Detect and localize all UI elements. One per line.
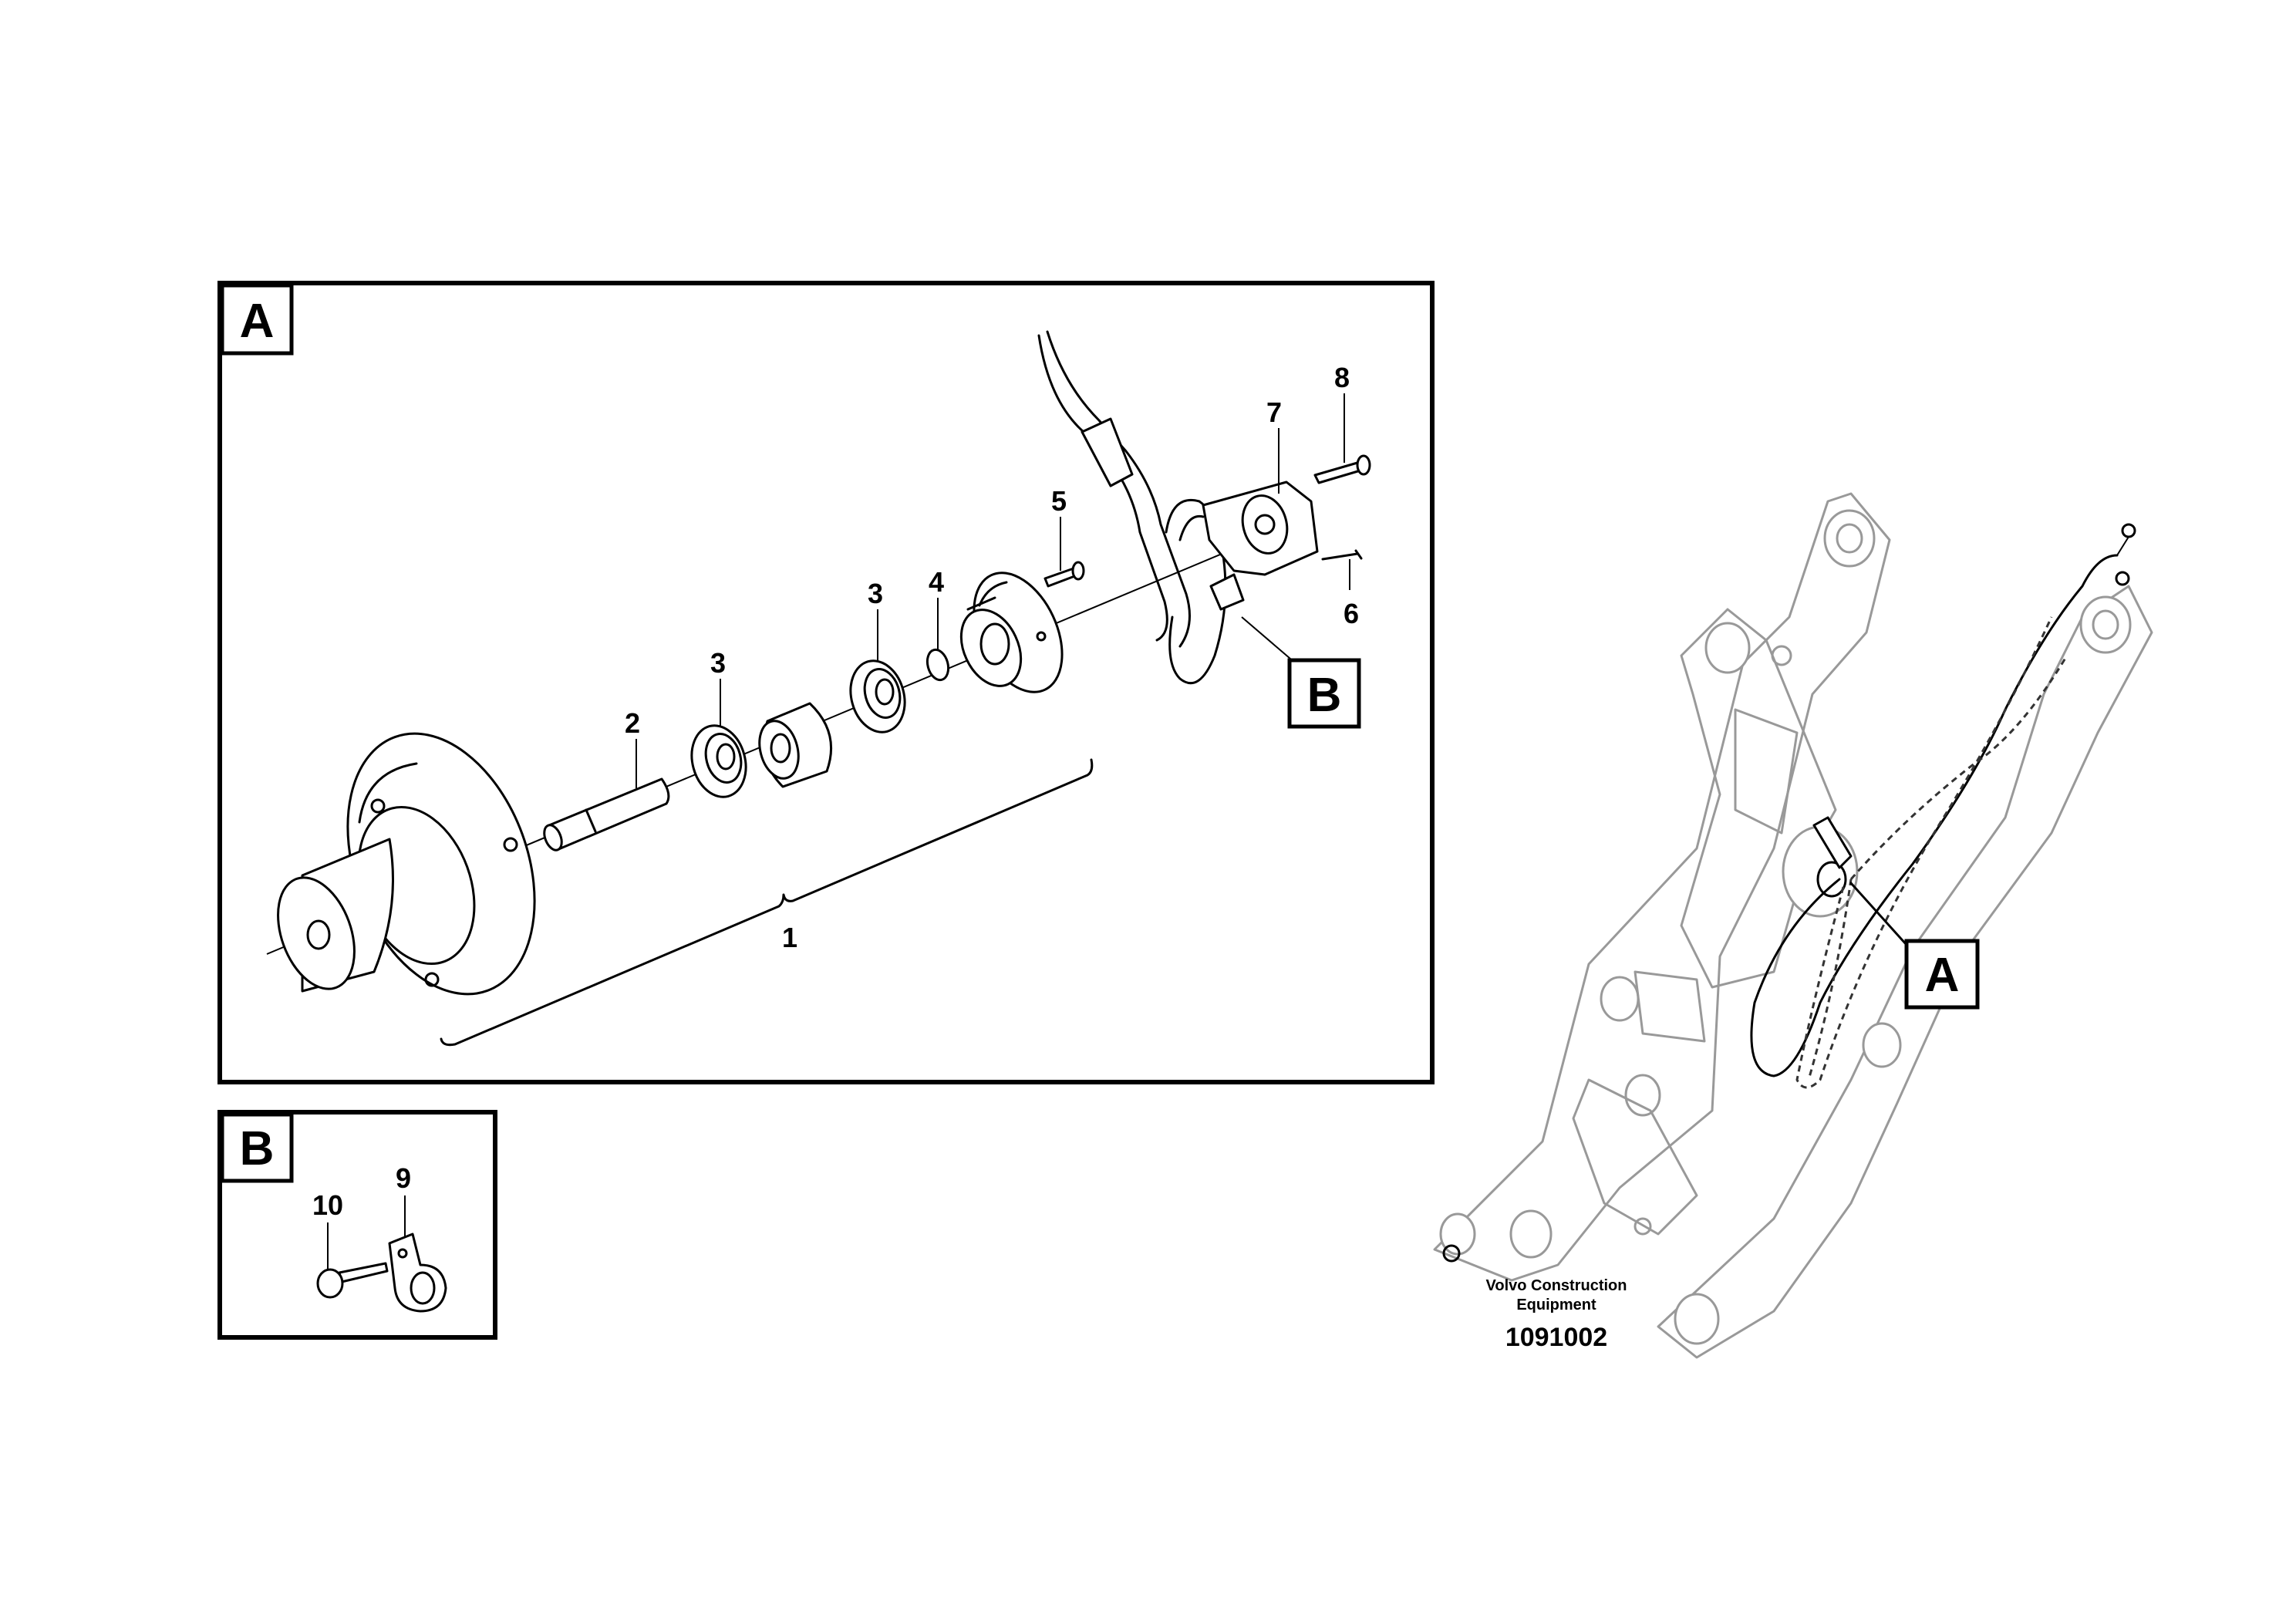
- spacer-sleeve: [758, 702, 833, 788]
- callout-4: 4: [929, 566, 944, 598]
- overview-reference-a: A: [1925, 949, 1960, 1002]
- panel-a: A: [217, 281, 1435, 1084]
- credit-line-2: Equipment: [1516, 1297, 1596, 1313]
- credit-line-1: Volvo Construction: [1486, 1277, 1627, 1294]
- callout-3-left: 3: [710, 647, 726, 679]
- sensor-screw: [1321, 549, 1363, 561]
- callout-6: 6: [1344, 598, 1359, 629]
- bearing-left: [690, 724, 747, 798]
- pin: [543, 777, 670, 851]
- callout-7: 7: [1266, 396, 1282, 428]
- assembly-brace: [440, 758, 1094, 1047]
- callout-9: 9: [396, 1162, 411, 1194]
- sensor-flange: [959, 572, 1064, 693]
- panel-b-label: B: [240, 1122, 275, 1175]
- panel-a-label: A: [240, 295, 275, 348]
- callout-8: 8: [1334, 362, 1350, 393]
- callout-3-right: 3: [868, 578, 883, 609]
- sensor-bolt: [1313, 454, 1371, 484]
- callout-10: 10: [312, 1189, 343, 1221]
- detail-b-reference: B: [1307, 669, 1342, 722]
- callout-1: 1: [782, 922, 797, 953]
- document-number: 1091002: [1505, 1323, 1607, 1352]
- hose: [1037, 330, 1227, 685]
- leader-lines: [636, 393, 1350, 788]
- clamp-screw: [316, 1262, 389, 1299]
- speed-sensor: [1202, 481, 1319, 611]
- hub-flange: [277, 732, 536, 996]
- flange-screw: [1043, 561, 1085, 588]
- loader-arm-overview: A: [1433, 492, 2153, 1359]
- callout-5: 5: [1051, 485, 1067, 517]
- clamp: [388, 1233, 447, 1313]
- bearing-right: [849, 659, 906, 733]
- retaining-ring: [925, 648, 950, 682]
- callout-2: 2: [625, 707, 640, 739]
- panel-b: B 9 10: [217, 1110, 497, 1340]
